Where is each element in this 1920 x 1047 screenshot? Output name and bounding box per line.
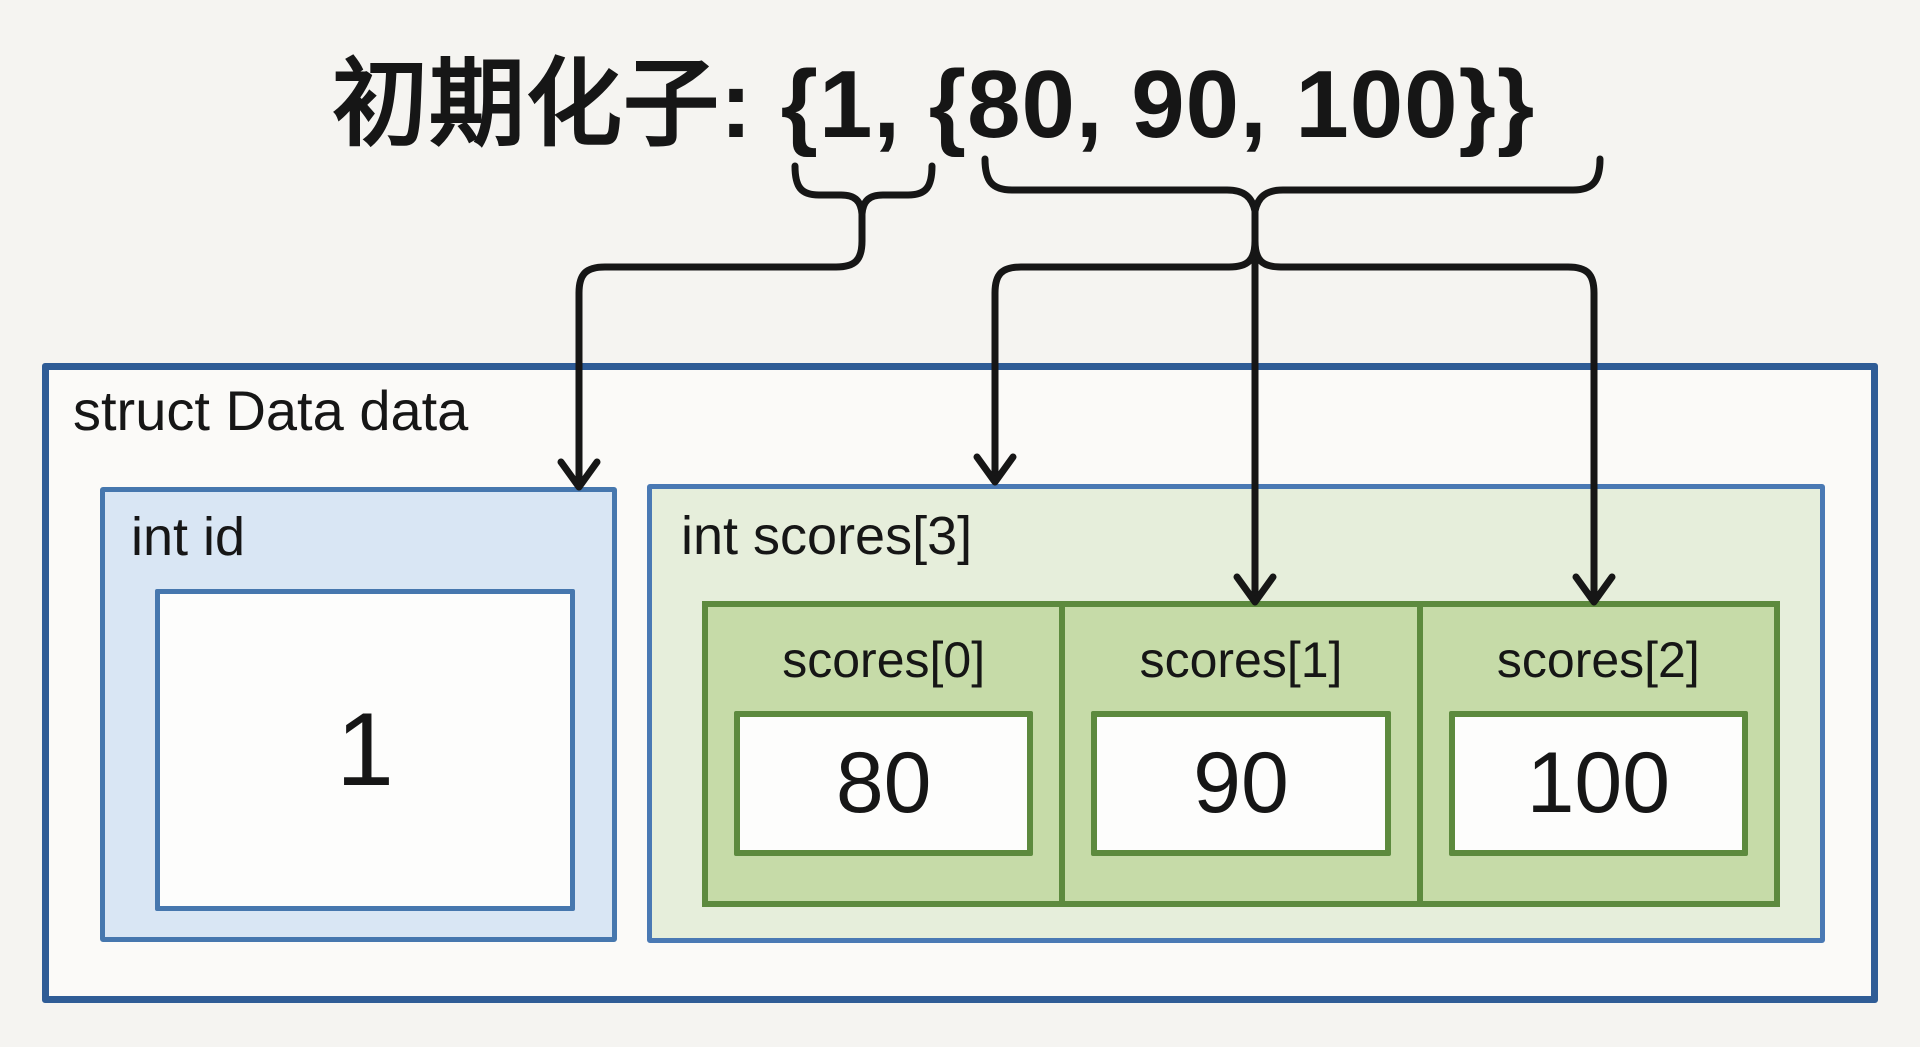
id-value-box: 1 — [155, 589, 575, 911]
id-member-box: int id 1 — [100, 487, 617, 942]
scores-cell-1-value: 90 — [1193, 735, 1289, 831]
scores-cell-2-label: scores[2] — [1496, 632, 1700, 688]
scores-cell-2-value: 100 — [1526, 735, 1671, 831]
scores-cell-0: scores[0] 80 — [708, 607, 1066, 901]
scores-cell-1: scores[1] 90 — [1065, 607, 1423, 901]
id-value: 1 — [336, 691, 394, 808]
scores-cell-0-label: scores[0] — [782, 632, 986, 688]
initializer-title: 初期化子: {1, {80, 90, 100}} — [332, 51, 1536, 158]
scores-cell-1-value-box: 90 — [1091, 711, 1391, 856]
scores-member-label: int scores[3] — [681, 506, 973, 566]
struct-label: struct Data data — [73, 379, 469, 442]
brace-id-initializer — [791, 162, 936, 218]
struct-data-box: struct Data data int id 1 int scores[3] … — [42, 363, 1878, 1003]
scores-member-box: int scores[3] scores[0] 80 scores[1] 90 … — [647, 484, 1825, 943]
brace-scores-initializer — [981, 155, 1604, 215]
id-member-label: int id — [131, 507, 246, 567]
scores-cell-1-label: scores[1] — [1139, 632, 1343, 688]
scores-cell-0-value: 80 — [835, 735, 932, 831]
scores-cell-2: scores[2] 100 — [1423, 607, 1774, 901]
scores-array-row: scores[0] 80 scores[1] 90 scores[2] 100 — [702, 601, 1780, 907]
scores-cell-2-value-box: 100 — [1448, 711, 1748, 856]
scores-cell-0-value-box: 80 — [734, 711, 1034, 856]
